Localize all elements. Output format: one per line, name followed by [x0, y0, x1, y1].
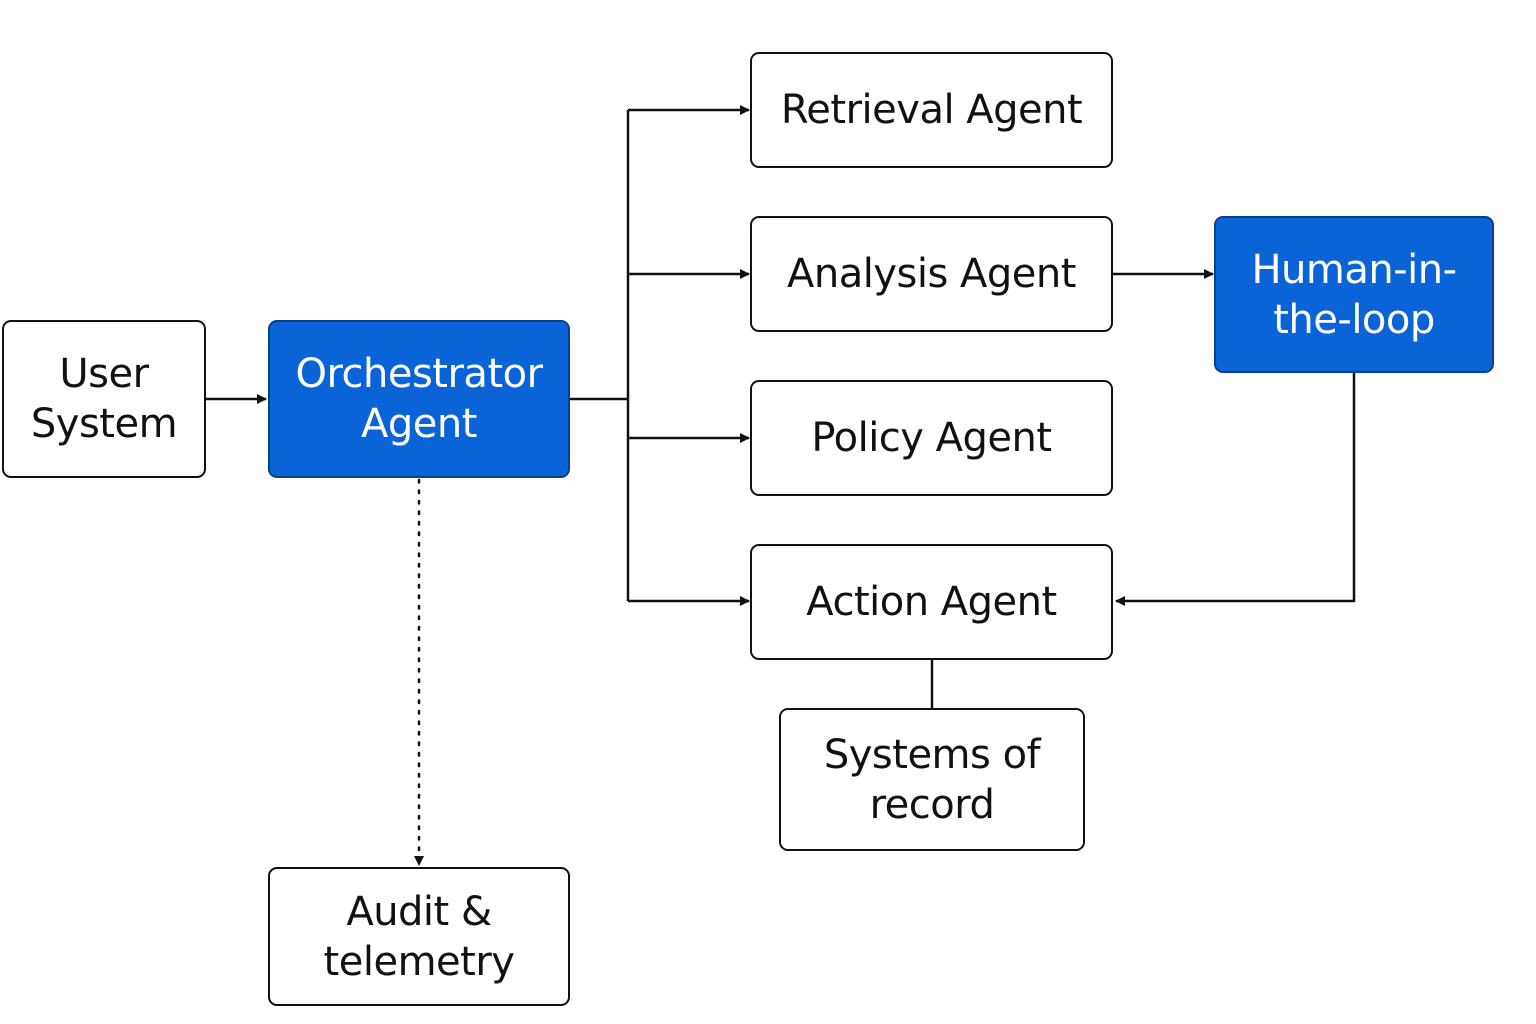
orchestrator-agent-label: Orchestrator Agent — [295, 351, 543, 447]
human-in-the-loop-label: Human-in- the-loop — [1251, 246, 1457, 343]
policy-agent-node[interactable]: Policy Agent — [750, 380, 1113, 496]
action-agent-node[interactable]: Action Agent — [750, 544, 1113, 660]
human-in-the-loop-node[interactable]: Human-in- the-loop — [1214, 216, 1494, 373]
systems-of-record-node[interactable]: Systems of record — [779, 708, 1085, 851]
audit-telemetry-label: Audit & telemetry — [323, 888, 515, 985]
action-agent-label: Action Agent — [806, 579, 1057, 625]
audit-telemetry-node[interactable]: Audit & telemetry — [268, 867, 570, 1006]
systems-of-record-label: Systems of record — [823, 731, 1041, 828]
user-system-node[interactable]: User System — [2, 320, 206, 478]
orchestrator-agent-node[interactable]: Orchestrator Agent — [268, 320, 570, 478]
policy-agent-label: Policy Agent — [811, 415, 1052, 461]
retrieval-agent-label: Retrieval Agent — [780, 87, 1083, 133]
analysis-agent-node[interactable]: Analysis Agent — [750, 216, 1113, 332]
retrieval-agent-node[interactable]: Retrieval Agent — [750, 52, 1113, 168]
edge-human-to-action — [1115, 373, 1356, 606]
user-system-label: User System — [30, 351, 178, 447]
analysis-agent-label: Analysis Agent — [787, 251, 1076, 297]
